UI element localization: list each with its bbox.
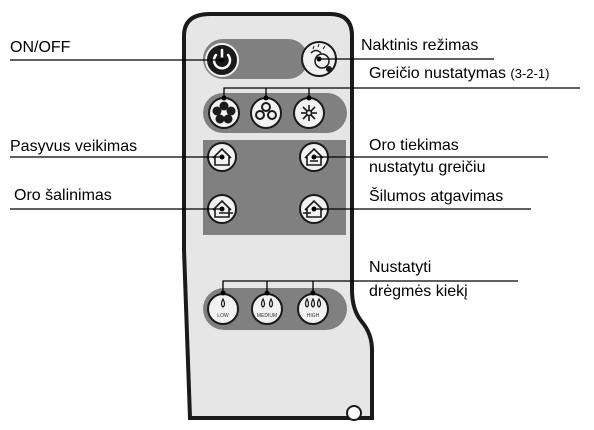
leader-dots (219, 56, 322, 296)
leader-lines (10, 58, 580, 293)
speed-setting-sub: (3-2-1) (510, 66, 550, 81)
humidity-medium-button[interactable]: MEDIUM (251, 293, 283, 325)
night-mode-label: Naktinis režimas (361, 37, 479, 54)
house-out-icon (212, 199, 233, 218)
passive-mode-label: Pasyvus veikimas (10, 138, 138, 155)
humidity-label-1: Nustatyti (369, 259, 432, 276)
heat-recovery-label: Šilumos atgavimas (369, 188, 504, 205)
speed-1-button[interactable] (293, 97, 325, 129)
speed-3-button[interactable] (208, 97, 240, 129)
humidity-low-label: LOW (217, 313, 229, 319)
house-recovery-icon (303, 199, 324, 218)
fan-large-icon (212, 101, 236, 124)
fan-small-icon (301, 105, 317, 121)
humidity-medium-label: MEDIUM (257, 313, 277, 319)
fan-medium-icon (255, 102, 277, 120)
air-supply-label-2: nustatytu greičiu (369, 159, 486, 176)
speed-2-button[interactable] (250, 97, 282, 129)
three-drops-icon (304, 297, 322, 308)
air-extraction-label: Oro šalinimas (14, 187, 112, 204)
moon-sun-icon (310, 43, 332, 72)
air-supply-label-1: Oro tiekimas (369, 137, 459, 154)
humidity-high-label: HIGH (307, 313, 320, 319)
speed-setting-label: Greičio nustatymas (3-2-1) (369, 65, 549, 83)
two-drops-icon (260, 297, 274, 308)
house-icon (212, 147, 232, 166)
humidity-low-button[interactable]: LOW (207, 293, 239, 325)
house-in-icon (304, 147, 324, 166)
humidity-label-2: drėgmės kiekį (369, 283, 468, 300)
lanyard-hole (346, 405, 362, 421)
drop-icon (220, 297, 226, 308)
on-off-label: ON/OFF (10, 39, 71, 56)
humidity-high-button[interactable]: HIGH (297, 293, 329, 325)
speed-setting-text: Greičio nustatymas (369, 65, 506, 82)
